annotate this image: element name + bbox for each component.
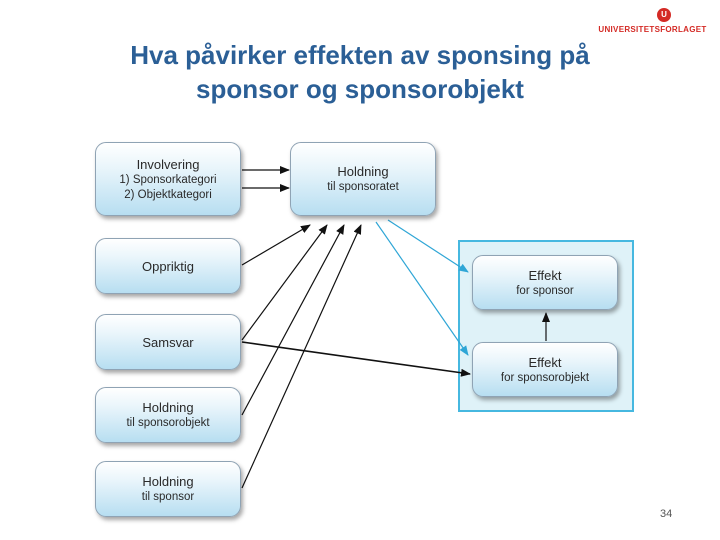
box-holdning-sponsor: Holdning til sponsor	[95, 461, 241, 517]
oppriktig-label: Oppriktig	[141, 258, 195, 274]
logo-mark-icon: U	[657, 8, 671, 22]
box-oppriktig: Oppriktig	[95, 238, 241, 294]
box-effekt-sponsorobjekt: Effekt for sponsorobjekt	[472, 342, 618, 397]
involvering-item-2: 2) Objektkategori	[124, 188, 212, 201]
effekt-sponsor-sub: for sponsor	[516, 284, 574, 297]
box-samsvar: Samsvar	[95, 314, 241, 370]
arrow-holdning-sponsorobjekt-to-holdning	[241, 224, 345, 416]
effekt-sponsorobjekt-label: Effekt	[528, 354, 562, 370]
publisher-logo: U UNIVERSITETSFORLAGET	[595, 8, 710, 38]
box-involvering: Involvering 1) Sponsorkategori 2) Objekt…	[95, 142, 241, 216]
holdning-sponsoratet-sub: til sponsoratet	[327, 181, 399, 193]
box-holdning-sponsorobjekt: Holdning til sponsorobjekt	[95, 387, 241, 443]
box-effekt-sponsor: Effekt for sponsor	[472, 255, 618, 310]
arrow-oppriktig-to-holdning	[241, 224, 311, 266]
holdning-sponsor-label: Holdning	[142, 474, 194, 489]
arrow-samsvar-to-effekt-sponsorobjekt	[241, 341, 471, 377]
effekt-sponsor-label: Effekt	[528, 267, 562, 283]
involvering-item-1: 1) Sponsorkategori	[119, 173, 217, 186]
slide-title: Hva påvirker effekten av sponsing på spo…	[40, 38, 680, 106]
holdning-sponsor-sub: til sponsor	[141, 491, 195, 503]
arrow-holdning-to-effekt-sponsorobjekt	[375, 221, 469, 356]
logo-wordmark: UNIVERSITETSFORLAGET	[598, 25, 707, 34]
holdning-sponsorobjekt-label: Holdning	[142, 400, 194, 415]
holdning-sponsorobjekt-sub: til sponsorobjekt	[126, 417, 210, 429]
involvering-label: Involvering	[136, 156, 200, 172]
arrow-holdning-to-effekt-sponsor	[387, 219, 469, 273]
effekt-sponsorobjekt-sub: for sponsorobjekt	[500, 371, 590, 384]
box-holdning-sponsoratet: Holdning til sponsoratet	[290, 142, 436, 216]
title-line-2: sponsor og sponsorobjekt	[196, 74, 524, 104]
page-number: 34	[660, 508, 673, 520]
arrow-holdning-sponsor-to-holdning	[241, 224, 362, 489]
holdning-sponsoratet-label: Holdning	[337, 164, 389, 179]
arrow-samsvar-to-holdning	[241, 224, 328, 341]
title-line-1: Hva påvirker effekten av sponsing på	[130, 40, 590, 70]
samsvar-label: Samsvar	[142, 334, 194, 350]
